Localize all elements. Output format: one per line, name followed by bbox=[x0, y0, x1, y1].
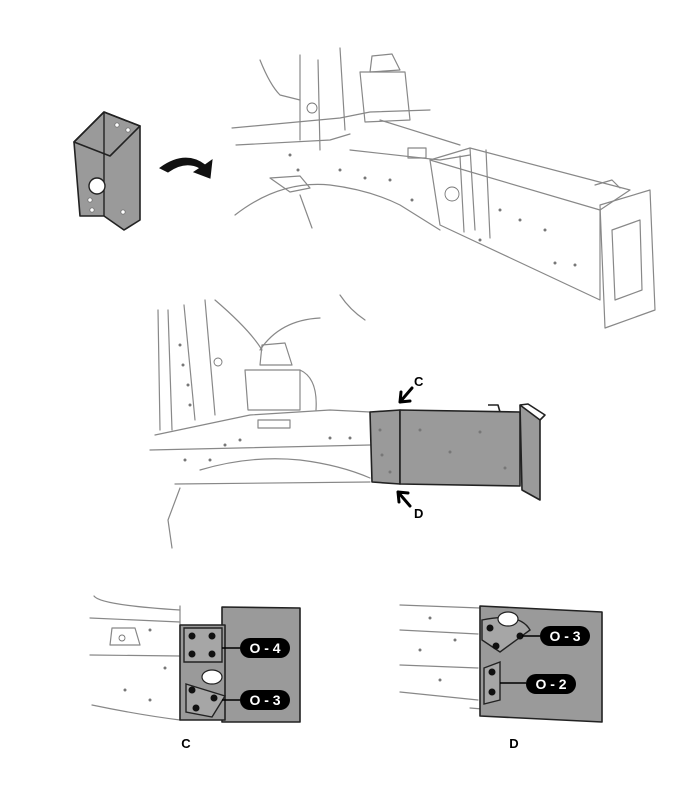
callout-d-upper bbox=[540, 626, 590, 646]
arrow-d-icon bbox=[396, 490, 412, 508]
callout-c-lower bbox=[240, 690, 290, 710]
callout-c-lower-text: O - 3 bbox=[249, 692, 280, 708]
side-member-top bbox=[429, 147, 656, 329]
arrow-c-label: C bbox=[414, 374, 424, 389]
middle-view: C D bbox=[149, 294, 546, 549]
callout-d-lower-text: O - 2 bbox=[535, 676, 566, 692]
callout-c-upper bbox=[240, 638, 290, 658]
callout-d-upper-text: O - 3 bbox=[549, 628, 580, 644]
vehicle-body-top bbox=[231, 47, 471, 231]
arrow-d-label: D bbox=[414, 506, 423, 521]
callout-c-upper-text: O - 4 bbox=[249, 640, 280, 656]
caption-d: D bbox=[509, 736, 518, 751]
top-view bbox=[73, 47, 656, 329]
detail-c: O - 4 O - 3 C bbox=[89, 595, 301, 751]
detail-d: O - 3 O - 2 D bbox=[399, 604, 603, 751]
rotate-arrow-icon bbox=[159, 157, 213, 179]
caption-c: C bbox=[181, 736, 191, 751]
arrow-c-icon bbox=[398, 386, 414, 404]
side-member-middle bbox=[369, 403, 546, 501]
vehicle-body-middle bbox=[149, 294, 371, 549]
bracket-part bbox=[73, 111, 141, 231]
callout-d-lower bbox=[526, 674, 576, 694]
